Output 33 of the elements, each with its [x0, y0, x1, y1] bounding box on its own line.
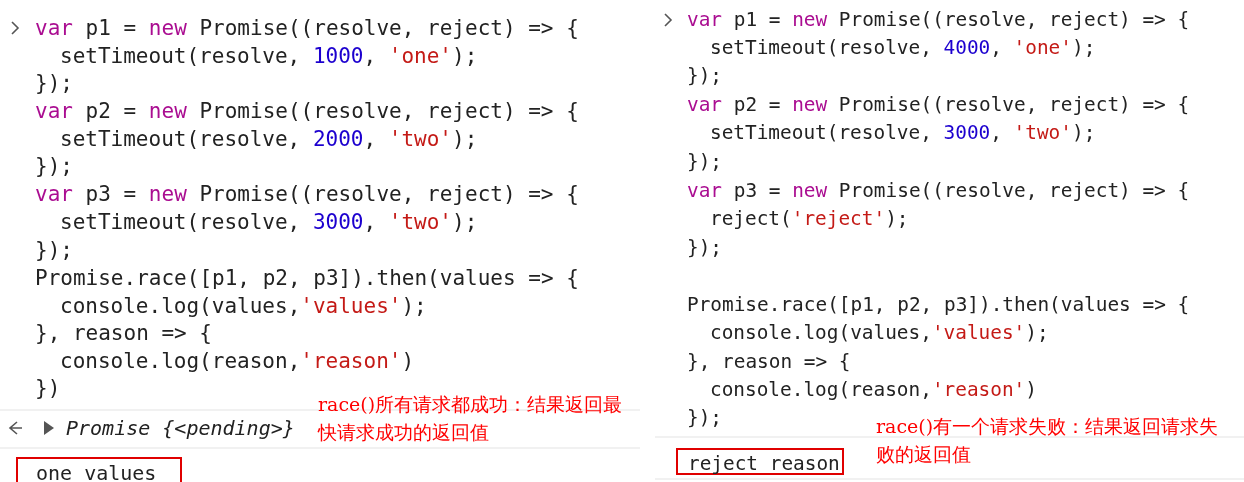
code-line: }); — [687, 408, 723, 428]
code-line: }) — [35, 378, 61, 399]
code-line: var p3 = new Promise((resolve, reject) => { — [687, 181, 1190, 201]
code-line: }); — [687, 238, 723, 258]
annotation-text: race()所有请求都成功：结果返回最快请求成功的返回值 — [318, 392, 624, 445]
annotation-text: race()有一个请求失败：结果返回请求失败的返回值 — [876, 414, 1220, 467]
code-line: console.log(values,'values'); — [60, 296, 427, 317]
console-result: Promise {<pending>} — [66, 418, 295, 438]
code-line: setTimeout(resolve, 2000, 'two'); — [60, 129, 478, 150]
code-line: var p2 = new Promise((resolve, reject) => { — [35, 101, 579, 122]
highlighted-output: one values — [16, 457, 182, 482]
code-line: }); — [687, 66, 723, 86]
code-line: console.log(reason,'reason') — [60, 351, 415, 372]
code-line: var p1 = new Promise((resolve, reject) => { — [35, 18, 579, 39]
code-line: setTimeout(resolve, 3000, 'two'); — [60, 212, 478, 233]
code-line: }, reason => { — [35, 323, 212, 344]
code-line: console.log(reason,'reason') — [710, 380, 1037, 400]
code-line: }); — [35, 240, 73, 261]
code-line: setTimeout(resolve, 1000, 'one'); — [60, 46, 478, 67]
code-line: Promise.race([p1, p2, p3]).then(values => { — [35, 268, 579, 289]
code-line: }); — [35, 156, 73, 177]
code-line: Promise.race([p1, p2, p3]).then(values => { — [687, 295, 1190, 315]
code-line: }, reason => { — [687, 352, 851, 372]
code-line: var p1 = new Promise((resolve, reject) => { — [687, 10, 1190, 30]
code-line: reject('reject'); — [710, 209, 909, 229]
code-line: console.log(values,'values'); — [710, 323, 1049, 343]
code-line: var p2 = new Promise((resolve, reject) => { — [687, 95, 1190, 115]
code-line: var p3 = new Promise((resolve, reject) => { — [35, 184, 579, 205]
code-line: }); — [687, 152, 723, 172]
highlighted-output: reject reason — [676, 448, 844, 475]
code-line: }); — [35, 73, 73, 94]
code-line: setTimeout(resolve, 3000, 'two'); — [710, 123, 1096, 143]
code-line: setTimeout(resolve, 4000, 'one'); — [710, 38, 1096, 58]
